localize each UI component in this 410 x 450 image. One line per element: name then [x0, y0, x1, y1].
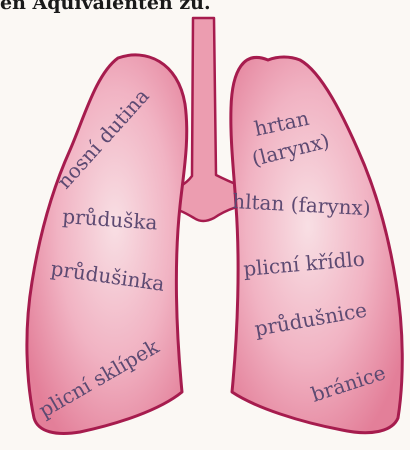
lungs-illustration: nosní dutina průduška průdušinka plicní …	[0, 0, 410, 450]
worksheet-page: en Äquivalenten zu. nosní dutina průdušk…	[0, 0, 410, 450]
